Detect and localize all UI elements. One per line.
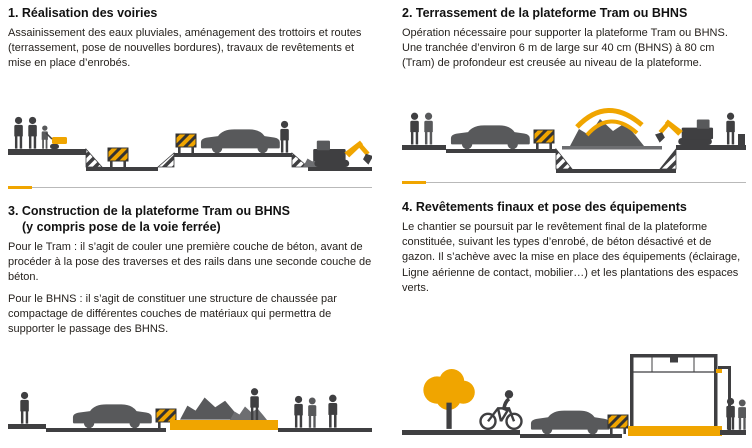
- step1-illustration: [8, 93, 372, 177]
- tram-platform: [628, 426, 722, 436]
- divider-line: [8, 187, 372, 188]
- sidewalk: [8, 149, 86, 155]
- step2-illustration: [402, 87, 746, 175]
- yellow-boom-icon: [585, 119, 639, 137]
- section-step3: 3. Construction de la plateforme Tram ou…: [8, 203, 372, 448]
- pedestrian-icon: [294, 395, 303, 428]
- pedestrian-icon: [726, 112, 735, 145]
- safety-barrier-icon: [607, 414, 629, 435]
- trench-digging-scene: [402, 108, 746, 173]
- safety-barrier-icon: [175, 133, 197, 154]
- sidewalk: [8, 424, 46, 429]
- section-step1: 1. Réalisation des voiries Assainissemen…: [8, 5, 372, 177]
- step1-title: 1. Réalisation des voiries: [8, 6, 158, 20]
- step2-title: 2. Terrassement de la plateforme Tram ou…: [402, 6, 688, 20]
- divider-line: [402, 182, 746, 183]
- pedestrian-icon: [424, 112, 433, 145]
- rubble-icon: [230, 406, 267, 420]
- safety-barrier-icon: [533, 129, 555, 150]
- car-icon: [200, 129, 280, 154]
- road: [446, 149, 556, 153]
- step3-illustration: [8, 364, 372, 448]
- divider-accent: [402, 181, 426, 184]
- catenary-portal-icon: [630, 354, 718, 426]
- pedestrian-icon: [41, 125, 48, 149]
- tree-icon: [423, 369, 475, 429]
- step4-illustration: [402, 324, 746, 448]
- step2-text: Opération nécessaire pour supporter la p…: [402, 27, 728, 70]
- finished-street-scene: [402, 354, 746, 438]
- step4-text: Le chantier se poursuit par le revêtemen…: [402, 221, 741, 294]
- step3-title: 3. Construction de la plateforme Tram ou…: [8, 203, 372, 235]
- section-step2: 2. Terrassement de la plateforme Tram ou…: [402, 5, 746, 175]
- trench-planks: [562, 146, 662, 150]
- pedestrian-icon: [20, 391, 29, 424]
- road: [174, 153, 292, 157]
- pedestrian-icon: [308, 397, 317, 428]
- sidewalk: [676, 145, 746, 150]
- sidewalk: [402, 430, 520, 435]
- pedestrian-icon: [14, 116, 23, 149]
- pedestrian-icon: [28, 116, 37, 149]
- roller-machine-icon: [45, 132, 67, 149]
- road: [278, 428, 372, 432]
- step4-title: 4. Revêtements finaux et pose des équipe…: [402, 200, 687, 214]
- car-icon: [72, 404, 152, 429]
- step3-text-bhns: Pour le BHNS : il s’agit de constituer u…: [8, 292, 337, 335]
- road: [520, 434, 622, 438]
- excavator-icon: [313, 140, 372, 167]
- rubble-icon: [180, 397, 241, 420]
- step1-text: Assainissement des eaux pluviales, aména…: [8, 27, 362, 70]
- trench-floor: [556, 169, 676, 173]
- street-lamp-icon: [716, 366, 731, 430]
- car-icon: [450, 125, 530, 150]
- step3-text-tram: Pour le Tram : il s’agit de couler une p…: [8, 241, 372, 284]
- car-icon: [530, 410, 610, 435]
- hatched-ramp: [85, 147, 103, 168]
- trench-wall: [659, 147, 677, 170]
- yellow-boom-icon: [575, 108, 644, 129]
- pedestrian-icon: [280, 120, 289, 153]
- hatched-ramp: [156, 152, 175, 168]
- trench-wall: [555, 147, 573, 170]
- divider-accent: [8, 186, 32, 189]
- excavator-icon: [655, 119, 714, 145]
- pedestrian-icon: [328, 394, 338, 428]
- street-works-scene: [8, 116, 372, 171]
- safety-barrier-icon: [107, 147, 129, 168]
- cyclist-icon: [478, 388, 524, 431]
- divider-left: [8, 186, 372, 189]
- pedestrian-icon: [738, 399, 746, 430]
- step3-title-line2: (y compris pose de la voie ferrée): [22, 220, 221, 234]
- hatched-ramp: [291, 152, 310, 168]
- divider-right: [402, 181, 746, 184]
- step3-title-line1: 3. Construction de la plateforme Tram ou…: [8, 204, 290, 218]
- work-zone-floor: [308, 167, 372, 171]
- sidewalk: [402, 145, 446, 150]
- trench-floor: [86, 167, 158, 171]
- section-step4: 4. Revêtements finaux et pose des équipe…: [402, 199, 746, 448]
- suitcase-icon: [738, 134, 745, 145]
- road: [46, 428, 166, 432]
- sidewalk: [720, 430, 746, 435]
- pedestrian-icon: [410, 112, 419, 145]
- platform-construction-scene: [8, 388, 372, 432]
- tram-platform: [170, 420, 278, 430]
